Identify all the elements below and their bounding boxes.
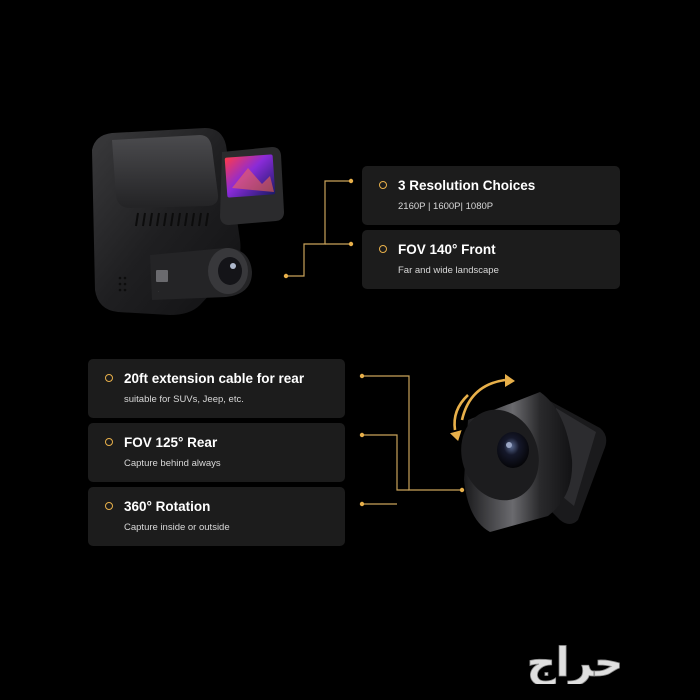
front-dash-camera-image: .: [92, 128, 284, 315]
feature-card-rotation: 360° Rotation Capture inside or outside: [88, 487, 345, 546]
feature-subtitle: suitable for SUVs, Jeep, etc.: [124, 394, 244, 405]
rear-connector-lines: [362, 375, 462, 505]
circle-marker-icon: [379, 245, 387, 253]
feature-card-extension-cable: 20ft extension cable for rear suitable f…: [88, 359, 345, 418]
feature-card-resolution: 3 Resolution Choices 2160P | 1600P| 1080…: [362, 166, 620, 225]
feature-subtitle: Capture inside or outside: [124, 522, 230, 533]
rear-camera-image: [449, 374, 607, 532]
feature-subtitle: Far and wide landscape: [398, 265, 499, 276]
feature-subtitle: 2160P | 1600P| 1080P: [398, 201, 494, 212]
circle-marker-icon: [105, 502, 113, 510]
feature-card-fov-rear: FOV 125° Rear Capture behind always: [88, 423, 345, 482]
circle-marker-icon: [379, 181, 387, 189]
feature-title: 20ft extension cable for rear: [124, 371, 305, 386]
feature-card-fov-front: FOV 140° Front Far and wide landscape: [362, 230, 620, 289]
haraj-watermark-logo: حراج: [526, 640, 623, 684]
feature-title: 3 Resolution Choices: [398, 178, 536, 193]
feature-title: FOV 125° Rear: [124, 435, 218, 450]
circle-marker-icon: [105, 438, 113, 446]
feature-title: FOV 140° Front: [398, 242, 496, 257]
front-connector-lines: [286, 180, 351, 277]
svg-text:.: .: [158, 288, 159, 293]
feature-title: 360° Rotation: [124, 499, 211, 514]
circle-marker-icon: [105, 374, 113, 382]
feature-subtitle: Capture behind always: [124, 458, 221, 469]
svg-text:حراج: حراج: [527, 640, 623, 684]
